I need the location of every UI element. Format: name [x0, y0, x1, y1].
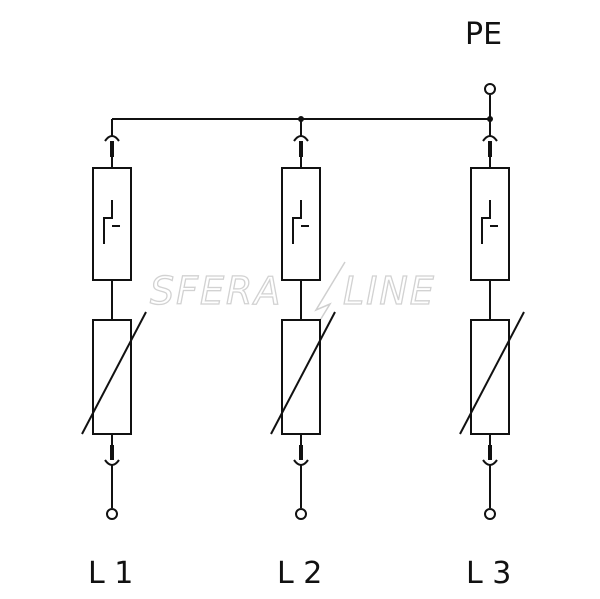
- spark-gap-icon: [292, 200, 302, 244]
- varistor-icon: [270, 311, 336, 435]
- phase-branch-1: [81, 119, 147, 520]
- upper-connector-icon: [104, 135, 120, 142]
- pe-label: PE: [465, 17, 502, 52]
- l2-terminal-icon: [295, 508, 307, 520]
- spark-gap-icon: [103, 200, 113, 244]
- l1-terminal-icon: [106, 508, 118, 520]
- pe-terminal-icon: [484, 83, 496, 95]
- phase-label-l1: L 1: [88, 556, 133, 591]
- phase-label-l2: L 2: [277, 556, 322, 591]
- varistor-icon: [459, 311, 525, 435]
- phase-label-l3: L 3: [466, 556, 511, 591]
- spark-gap-element: [470, 167, 510, 281]
- watermark-left: SFERA: [150, 269, 282, 313]
- upper-connector-icon: [482, 135, 498, 142]
- upper-connector-icon: [293, 135, 309, 142]
- spark-gap-element: [92, 167, 132, 281]
- phase-branch-2: [270, 119, 336, 520]
- watermark: SFERA LINE: [149, 261, 436, 341]
- l3-terminal-icon: [484, 508, 496, 520]
- watermark-right: LINE: [343, 269, 436, 313]
- spark-gap-element: [281, 167, 321, 281]
- spark-gap-icon: [481, 200, 491, 244]
- varistor-icon: [81, 311, 147, 435]
- phase-branch-3: [459, 119, 525, 520]
